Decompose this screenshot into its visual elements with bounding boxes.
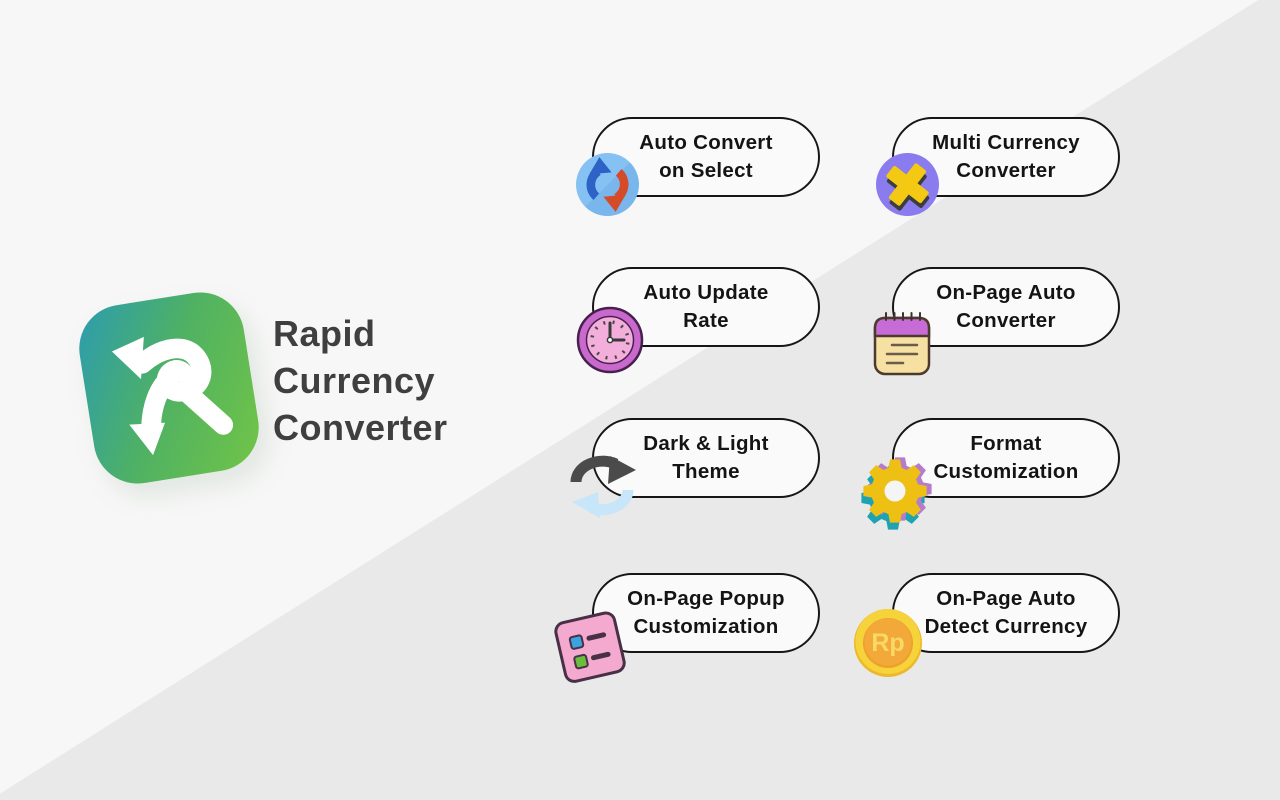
feature-pill: Auto Update Rate [592,267,820,347]
sync-arrows-icon [576,153,639,216]
notepad-icon [873,312,931,376]
feature-dark-light-theme: Dark & Light Theme [570,418,820,518]
feature-label-line: On-Page Auto [936,587,1076,610]
feature-label-line: Customization [933,460,1079,483]
theme-cycle-icon [570,455,636,518]
feature-label-line: Converter [956,159,1056,182]
coin-icon: Rp [854,609,922,677]
feature-on-page-popup-customization: On-Page Popup Customization [554,573,820,683]
feature-on-page-auto-converter: On-Page Auto Converter [873,267,1120,376]
feature-label-line: Auto Convert [639,131,773,154]
plus-icon [876,153,939,216]
feature-pill: On-Page Auto Detect Currency [892,573,1120,653]
r-arrow-icon [111,336,234,456]
app-title-line: Converter [273,407,448,448]
feature-label-line: Rate [683,309,729,332]
coin-currency-label: Rp [871,629,904,657]
feature-auto-convert-on-select: Auto Convert on Select [576,117,820,216]
feature-label-line: On-Page Popup [627,587,785,610]
feature-label-line: Format [970,432,1042,455]
feature-label-line: on Select [659,159,753,182]
app-title: Rapid Currency Converter [273,310,448,451]
gear-icon [861,457,932,530]
feature-pill: Dark & Light Theme [592,418,820,498]
feature-label-line: Multi Currency [932,131,1080,154]
feature-label-line: On-Page Auto [936,281,1076,304]
feature-format-customization: Format Customization [861,418,1120,530]
feature-multi-currency-converter: Multi Currency Converter [876,117,1120,216]
feature-label-line: Dark & Light [643,432,769,455]
checklist-icon [554,611,626,683]
feature-pill: On-Page Auto Converter [892,267,1120,347]
feature-label-line: Auto Update [643,281,769,304]
app-title-line: Currency [273,360,436,401]
feature-pill: On-Page Popup Customization [592,573,820,653]
feature-on-page-auto-detect-currency: On-Page Auto Detect Currency Rp [854,573,1120,677]
feature-label-line: Theme [672,460,740,483]
feature-label-line: Detect Currency [924,615,1088,638]
feature-label-line: Converter [956,309,1056,332]
clock-icon [576,306,644,374]
feature-auto-update-rate: Auto Update Rate [576,267,820,374]
feature-pill: Auto Convert on Select [592,117,820,197]
app-title-line: Rapid [273,313,376,354]
app-logo [72,286,266,490]
feature-label-line: Customization [633,615,779,638]
